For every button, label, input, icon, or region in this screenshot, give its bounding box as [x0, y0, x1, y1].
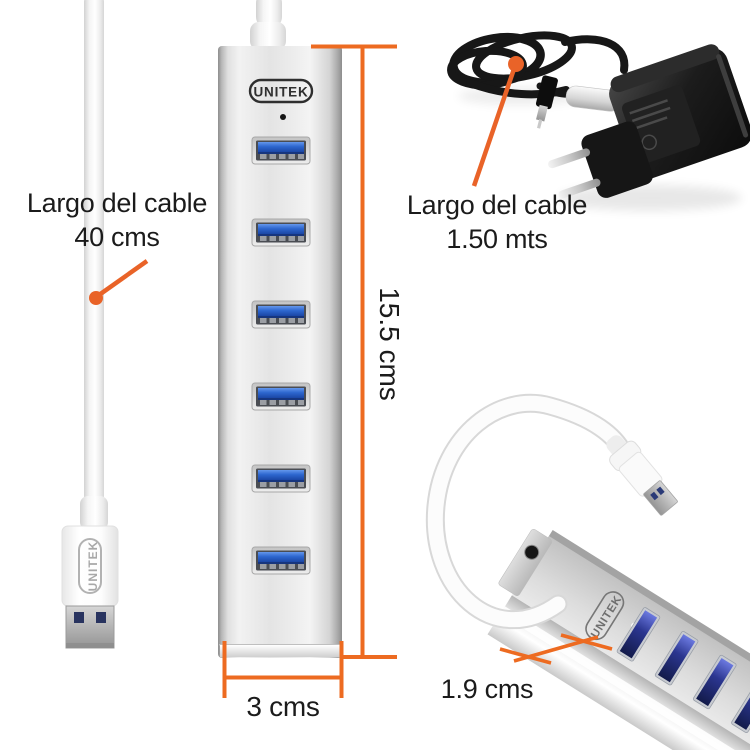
- label-hub-thickness: 1.9 cms: [440, 674, 534, 704]
- label-line2: 40 cms: [74, 222, 160, 252]
- usb-port-1: [251, 136, 311, 165]
- usb-hub-front: UNITEK: [218, 0, 342, 658]
- usb-plug-metal: [65, 605, 115, 649]
- dc-plug: [535, 75, 558, 129]
- usb-port-5: [251, 464, 311, 493]
- coiled-cable: [447, 31, 629, 99]
- usb-plug-slot: [650, 491, 659, 501]
- eu-plug-block: [581, 121, 653, 198]
- label-line1: Largo del cable: [26, 188, 208, 218]
- plug-pin: [558, 178, 601, 199]
- usb-plug-slot: [656, 486, 665, 496]
- label-hub-width: 3 cms: [246, 691, 320, 722]
- usb-port-3: [251, 300, 311, 329]
- thickness-dimension-line: [499, 633, 613, 665]
- adapter-body: [548, 44, 750, 199]
- hub-body: [218, 46, 342, 658]
- label-cable-length-left: Largo del cable 40 cms: [6, 186, 228, 254]
- height-dimension-line: [311, 44, 397, 659]
- usb-port-4: [251, 382, 311, 411]
- cable-strand: [84, 0, 104, 504]
- hub-brand-logo: UNITEK: [248, 78, 314, 104]
- hub-end-face: [498, 529, 553, 596]
- label-line2: 1.50 mts: [446, 224, 548, 254]
- brand-text: UNITEK: [253, 85, 308, 100]
- connector-brand-logo: UNITEK: [78, 538, 102, 594]
- angled-usb-port: [616, 607, 661, 662]
- plug-pin: [548, 148, 591, 169]
- cable-pointer-adapter: [471, 56, 524, 187]
- brand-text: UNITEK: [86, 541, 100, 592]
- dimension-annotations: [89, 44, 613, 698]
- width-dimension-line: [222, 641, 344, 698]
- usb-plug-slot: [96, 612, 106, 623]
- host-cable-loop: [425, 393, 633, 630]
- label-line1: Largo del cable: [406, 190, 588, 220]
- hub-bottom-cap: [220, 645, 340, 657]
- angled-usb-port: [693, 654, 737, 710]
- usb-cable-left: UNITEK: [61, 0, 119, 649]
- label-hub-height: 15.5 cms: [374, 287, 405, 401]
- usb-port-6: [251, 546, 311, 575]
- hub-strain-relief: [250, 22, 286, 50]
- strain-relief: [80, 496, 108, 530]
- led-indicator: [280, 114, 286, 120]
- label-cable-length-adapter: Largo del cable 1.50 mts: [392, 188, 602, 256]
- power-inlet-hole: [524, 544, 540, 560]
- power-adapter-photo: [447, 31, 750, 211]
- angled-usb-port: [654, 631, 699, 686]
- angled-usb-port: [731, 678, 750, 734]
- usb-hub-angled: UNITEK: [425, 393, 750, 750]
- host-usb-connector: [606, 435, 678, 516]
- usb-port-2: [251, 218, 311, 247]
- usb-plug-slot: [74, 612, 84, 623]
- cable-pointer-left: [89, 259, 149, 305]
- hub-cable-top: [256, 0, 282, 28]
